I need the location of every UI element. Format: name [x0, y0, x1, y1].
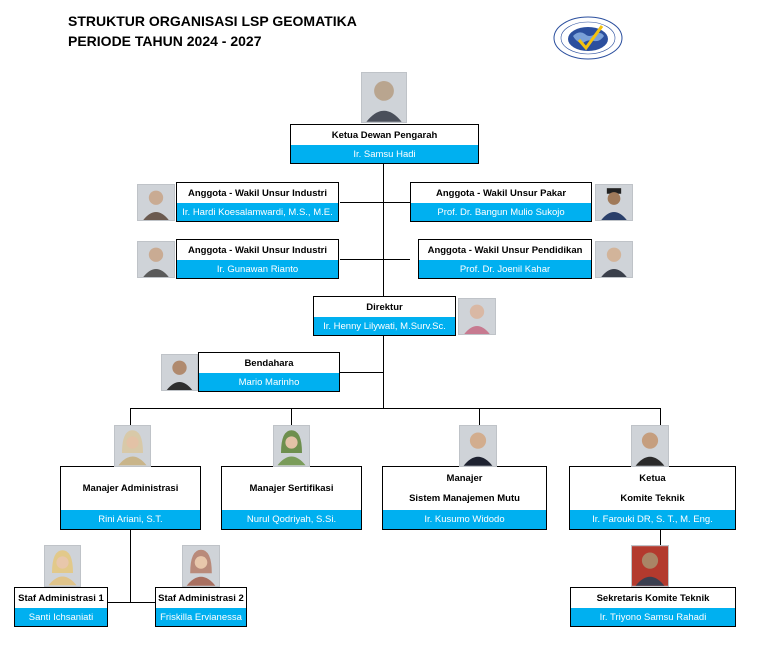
node-role-line-2: Komite Teknik	[620, 493, 685, 504]
node-staf-administrasi-1: Staf Administrasi 1 Santi Ichsaniati	[14, 587, 108, 627]
portrait-manajer-sertifikasi	[273, 425, 310, 467]
manajer-bus-line	[130, 408, 660, 409]
portrait-anggota-industri-1	[137, 184, 175, 221]
chart-title-line-2: PERIODE TAHUN 2024 - 2027	[68, 33, 262, 49]
node-bendahara: Bendahara Mario Marinho	[198, 352, 340, 392]
node-anggota-industri-2: Anggota - Wakil Unsur Industri Ir. Gunaw…	[176, 239, 339, 279]
node-anggota-industri-1: Anggota - Wakil Unsur Industri Ir. Hardi…	[176, 182, 339, 222]
node-name: Friskilla Ervianessa	[156, 608, 246, 626]
portrait-direktur	[458, 298, 496, 335]
node-name: Ir. Henny Lilywati, M.Surv.Sc.	[314, 317, 455, 335]
node-role: Ketua Komite Teknik	[570, 467, 735, 511]
portrait-manajer-administrasi	[114, 425, 151, 467]
node-name: Mario Marinho	[199, 373, 339, 391]
portrait-ketua-komite	[631, 425, 669, 467]
node-name: Ir. Farouki DR, S. T., M. Eng.	[570, 510, 735, 529]
node-direktur: Direktur Ir. Henny Lilywati, M.Surv.Sc.	[313, 296, 456, 336]
node-role: Anggota - Wakil Unsur Pendidikan	[427, 244, 583, 256]
node-role: Anggota - Wakil Unsur Industri	[188, 244, 327, 256]
node-name: Rini Ariani, S.T.	[61, 510, 200, 529]
node-name: Ir. Hardi Koesalamwardi, M.S., M.E.	[177, 203, 338, 221]
node-manajer-administrasi: Manajer Administrasi Rini Ariani, S.T.	[60, 466, 201, 530]
node-name: Prof. Dr. Bangun Mulio Sukojo	[411, 203, 591, 221]
portrait-anggota-pakar	[595, 184, 633, 221]
node-role: Anggota - Wakil Unsur Industri	[188, 187, 327, 199]
node-role: Sekretaris Komite Teknik	[596, 592, 710, 604]
node-anggota-pakar: Anggota - Wakil Unsur Pakar Prof. Dr. Ba…	[410, 182, 592, 222]
portrait-manajer-mutu	[459, 425, 497, 467]
node-ketua-komite-teknik: Ketua Komite Teknik Ir. Farouki DR, S. T…	[569, 466, 736, 530]
anggota-row-2-line	[340, 259, 410, 260]
staf-admin-spine-line	[130, 530, 131, 602]
node-role: Manajer Sertifikasi	[249, 483, 334, 494]
staf-admin-branch-line	[106, 602, 156, 603]
portrait-anggota-industri-2	[137, 241, 175, 278]
node-role-line-2: Sistem Manajemen Mutu	[409, 493, 520, 504]
node-anggota-pendidikan: Anggota - Wakil Unsur Pendidikan Prof. D…	[418, 239, 592, 279]
node-sekretaris-komite-teknik: Sekretaris Komite Teknik Ir. Triyono Sam…	[570, 587, 736, 627]
lsp-geomatika-logo-icon	[551, 14, 625, 62]
node-name: Ir. Samsu Hadi	[291, 145, 478, 163]
node-role: Bendahara	[244, 357, 294, 369]
node-role: Direktur	[366, 301, 403, 313]
node-name: Santi Ichsaniati	[15, 608, 107, 626]
portrait-staf-administrasi-2	[182, 545, 220, 587]
portrait-anggota-pendidikan	[595, 241, 633, 278]
node-role-line-1: Ketua	[639, 473, 666, 484]
node-manajer-sistem-mutu: Manajer Sistem Manajemen Mutu Ir. Kusumo…	[382, 466, 547, 530]
node-role: Staf Administrasi 1	[18, 592, 104, 604]
node-name: Ir. Gunawan Rianto	[177, 260, 338, 278]
node-name: Prof. Dr. Joenil Kahar	[419, 260, 591, 278]
portrait-sekretaris-komite	[631, 545, 669, 587]
node-name: Nurul Qodriyah, S.Si.	[222, 510, 361, 529]
node-role: Staf Administrasi 2	[158, 592, 244, 604]
node-name: Ir. Triyono Samsu Rahadi	[571, 608, 735, 626]
node-role-line-1: Manajer	[446, 473, 483, 484]
node-ketua-dewan-pengarah: Ketua Dewan Pengarah Ir. Samsu Hadi	[290, 124, 479, 164]
node-staf-administrasi-2: Staf Administrasi 2 Friskilla Ervianessa	[155, 587, 247, 627]
node-role: Anggota - Wakil Unsur Pakar	[435, 187, 567, 199]
main-spine-line	[383, 163, 384, 408]
node-role: Manajer Administrasi	[82, 483, 179, 494]
node-role: Manajer Sistem Manajemen Mutu	[383, 467, 546, 511]
portrait-ketua-dewan	[361, 72, 407, 123]
node-manajer-sertifikasi: Manajer Sertifikasi Nurul Qodriyah, S.Si…	[221, 466, 362, 530]
anggota-row-1-line	[340, 202, 410, 203]
portrait-bendahara	[161, 354, 198, 391]
node-name: Ir. Kusumo Widodo	[383, 510, 546, 529]
chart-title-line-1: STRUKTUR ORGANISASI LSP GEOMATIKA	[68, 13, 357, 29]
bendahara-line	[340, 372, 383, 373]
portrait-staf-administrasi-1	[44, 545, 81, 587]
node-role: Ketua Dewan Pengarah	[331, 129, 438, 141]
